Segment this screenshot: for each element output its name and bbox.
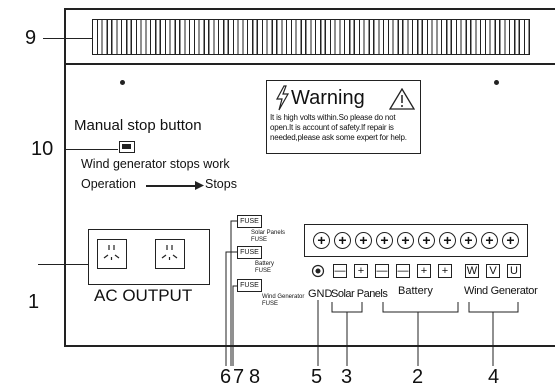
warning-body: It is high volts within.So please do not… xyxy=(270,113,407,142)
solar-fuse[interactable]: FUSE xyxy=(237,215,262,228)
callout-10: 10 xyxy=(31,138,54,160)
ac-output-label: AC OUTPUT xyxy=(94,286,193,305)
controller-panel xyxy=(64,8,555,347)
leader-10 xyxy=(66,149,118,150)
warning-label: Warning It is high volts within.So pleas… xyxy=(266,80,421,154)
manual-stop-button[interactable] xyxy=(119,141,135,153)
vent-section xyxy=(64,8,555,65)
terminal-screw-4[interactable]: + xyxy=(376,232,393,249)
terminal-screw-8[interactable]: + xyxy=(460,232,477,249)
wind-fuse[interactable]: FUSE xyxy=(237,279,262,292)
wind-generator-label: Wind Generator xyxy=(464,285,538,297)
callout-2: 2 xyxy=(412,366,424,388)
battery-fuse[interactable]: FUSE xyxy=(237,246,262,259)
terminal-screw-2[interactable]: + xyxy=(334,232,351,249)
ac-output-box xyxy=(88,229,210,285)
wind-u: U xyxy=(507,264,521,278)
wind-fuse-word: FUSE xyxy=(262,301,279,307)
callout-5: 5 xyxy=(311,366,323,388)
battery-plus-2: + xyxy=(438,264,452,278)
terminal-screw-5[interactable]: + xyxy=(397,232,414,249)
warning-triangle-icon xyxy=(389,88,415,110)
solar-plus: + xyxy=(354,264,368,278)
solar-fuse-caption: Solar Panels xyxy=(251,230,286,236)
leader-9 xyxy=(43,38,93,39)
battery-fuse-caption: Battery xyxy=(255,261,275,267)
callout-6: 6 xyxy=(220,366,232,388)
callout-9: 9 xyxy=(25,27,37,49)
screw-right xyxy=(494,80,499,85)
callout-4: 4 xyxy=(488,366,500,388)
terminal-screw-10[interactable]: + xyxy=(502,232,519,249)
terminal-screw-9[interactable]: + xyxy=(481,232,498,249)
terminal-screw-6[interactable]: + xyxy=(418,232,435,249)
arrow-head-icon xyxy=(195,181,204,190)
ac-outlet-2[interactable] xyxy=(155,239,185,269)
operation-arrow xyxy=(146,185,198,187)
battery-plus-1: + xyxy=(417,264,431,278)
battery-minus-2: — xyxy=(396,264,410,278)
screw-left xyxy=(120,80,125,85)
wind-w: W xyxy=(465,264,479,278)
stops-label: Stops xyxy=(205,177,237,191)
gnd-label: GND xyxy=(308,288,333,300)
callout-8: 8 xyxy=(249,366,261,388)
battery-fuse-word: FUSE xyxy=(255,268,272,274)
callout-3: 3 xyxy=(341,366,353,388)
solar-minus: — xyxy=(333,264,347,278)
outlet-icon xyxy=(161,245,178,260)
terminal-block: + + + + + + + + + + xyxy=(304,224,528,257)
outlet-icon xyxy=(103,245,120,260)
battery-minus-1: — xyxy=(375,264,389,278)
ac-outlet-1[interactable] xyxy=(97,239,127,269)
vent-grille xyxy=(92,19,530,55)
wind-v: V xyxy=(486,264,500,278)
callout-1: 1 xyxy=(28,291,40,313)
lightning-icon xyxy=(275,85,290,111)
battery-label: Battery xyxy=(398,285,433,297)
operation-label: Operation xyxy=(81,177,136,191)
callout-7: 7 xyxy=(233,366,245,388)
warning-title: Warning xyxy=(291,87,365,109)
solar-fuse-word: FUSE xyxy=(251,237,268,243)
gnd-icon xyxy=(311,264,325,278)
terminal-screw-1[interactable]: + xyxy=(313,232,330,249)
solar-panels-label: Solar Panels xyxy=(331,288,388,300)
terminal-screw-7[interactable]: + xyxy=(439,232,456,249)
terminal-screw-3[interactable]: + xyxy=(355,232,372,249)
leader-1 xyxy=(38,264,88,265)
stop-note: Wind generator stops work xyxy=(81,157,230,171)
stop-title: Manual stop button xyxy=(74,117,202,134)
wind-fuse-caption: Wind Generator xyxy=(262,294,305,300)
